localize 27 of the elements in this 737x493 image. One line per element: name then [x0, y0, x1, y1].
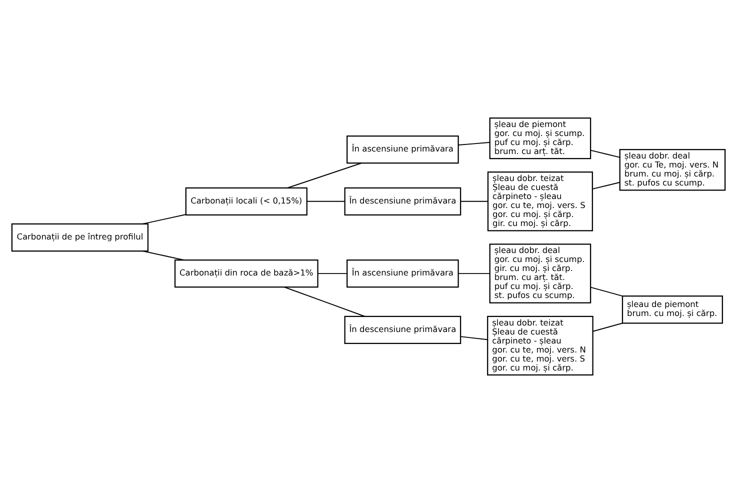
connector: [142, 214, 186, 224]
connector: [460, 336, 488, 340]
connector: [306, 200, 346, 202]
node-box: șleau de piemont gor. cu moj. și scump. puf cu moj. și cărp. brum. cu arț. tăt.: [489, 117, 592, 160]
connector: [590, 150, 620, 158]
connector: [284, 286, 366, 317]
node-box: șleau dobr. teizat Șleau de cuestă cărpineto - șleau gor. cu te, moj. vers. S gor. cu moj. și cărp. gir. cu moj. și cărp.: [487, 172, 593, 232]
connector: [460, 200, 488, 202]
node-box: șleau dobr. deal gor. cu moj. și scump. gir. cu moj. și cărp. brum. cu arț. tăt. puf cu moj. și cărp. st. pufos cu scump.: [489, 244, 592, 304]
node-box: În descensiune primăvara: [344, 187, 462, 216]
node-box: șleau dobr. teizat Șleau de cuestă cărpineto - șleau gor. cu te, moj. vers. N gor. cu te, moj. vers. S gor. cu moj. și cărp.: [487, 316, 594, 376]
node-box: șleau dobr. deal gor. cu Te, moj. vers. N brum. cu moj. și cărp. st. pufos cu scump.: [619, 149, 726, 191]
node-box: Carbonații locali (< 0,15%): [185, 187, 308, 216]
node-box: În ascensiune primăvara: [346, 135, 459, 164]
node-box: Carbonații de pe întreg profilul: [11, 223, 149, 252]
connector: [590, 286, 623, 297]
connector: [592, 182, 620, 190]
node-box: șleau de piemont brum. cu moj. și cărp.: [622, 296, 723, 324]
node-box: În descensiune primăvara: [344, 316, 462, 344]
node-box: În ascensiune primăvara: [346, 259, 459, 288]
node-box: Carbonații din roca de bază>1%: [174, 259, 318, 288]
connector: [142, 250, 184, 260]
connector: [458, 273, 490, 274]
connector: [458, 142, 490, 146]
connector: [592, 322, 624, 332]
connector: [317, 273, 348, 274]
connector: [287, 162, 362, 188]
